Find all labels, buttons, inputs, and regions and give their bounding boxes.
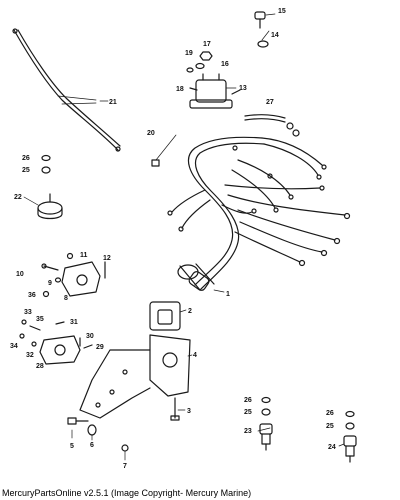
callout-25a: 25 xyxy=(22,167,30,174)
callout-23: 23 xyxy=(244,428,252,435)
callout-6: 6 xyxy=(90,442,94,449)
callout-27: 27 xyxy=(266,99,274,106)
callout-30: 30 xyxy=(86,333,94,340)
callout-1: 1 xyxy=(226,291,230,298)
part-17-nut xyxy=(199,51,213,61)
callout-17: 17 xyxy=(203,41,211,48)
part-5-bolt xyxy=(67,417,89,425)
copyright-caption: MercuryPartsOnline v2.5.1 (Image Copyrig… xyxy=(2,488,252,498)
part-9-washer xyxy=(54,277,62,283)
callout-20: 20 xyxy=(147,130,155,137)
callout-16: 16 xyxy=(221,61,229,68)
part-35-screw xyxy=(29,325,41,331)
callout-18: 18 xyxy=(176,86,184,93)
part-16-washer xyxy=(195,62,205,70)
callout-31: 31 xyxy=(70,319,78,326)
leader-lines xyxy=(23,13,345,461)
callout-35: 35 xyxy=(36,316,44,323)
callout-36: 36 xyxy=(28,292,36,299)
part-32-washer xyxy=(31,341,37,347)
callout-19: 19 xyxy=(185,50,193,57)
callout-5: 5 xyxy=(70,443,74,450)
callout-3: 3 xyxy=(187,408,191,415)
part-20-clip xyxy=(151,159,160,167)
callout-15: 15 xyxy=(278,8,286,15)
part-19-nut xyxy=(186,67,194,73)
part-25-nut xyxy=(261,408,271,416)
part-31-screw xyxy=(55,321,65,325)
callout-29: 29 xyxy=(96,344,104,351)
part-26-washer-lower xyxy=(345,410,355,418)
callout-24: 24 xyxy=(328,444,336,451)
part-4-mount-bracket xyxy=(79,334,191,419)
callout-12: 12 xyxy=(103,255,111,262)
callout-26c: 26 xyxy=(326,410,334,417)
part-6-washer xyxy=(87,424,97,436)
callout-25c: 25 xyxy=(326,423,334,430)
part-13-solenoid xyxy=(189,73,241,109)
callout-8: 8 xyxy=(64,295,68,302)
callout-34: 34 xyxy=(10,343,18,350)
part-29-screw xyxy=(83,344,93,349)
callout-32: 32 xyxy=(26,352,34,359)
part-25-nut-lower xyxy=(345,422,355,430)
callout-26b: 26 xyxy=(244,397,252,404)
callout-33: 33 xyxy=(24,309,32,316)
part-27-connector-strip xyxy=(244,114,300,137)
part-15-stud xyxy=(254,11,266,29)
part-24-sender xyxy=(343,435,357,463)
part-2-bracket xyxy=(149,301,181,331)
callout-7: 7 xyxy=(123,463,127,470)
callout-14: 14 xyxy=(271,32,279,39)
callout-21: 21 xyxy=(109,99,117,106)
callout-9: 9 xyxy=(48,280,52,287)
callout-10: 10 xyxy=(16,271,24,278)
callout-2: 2 xyxy=(188,308,192,315)
part-34-nut xyxy=(19,333,25,339)
callout-25b: 25 xyxy=(244,409,252,416)
part-26-washer xyxy=(261,396,271,404)
callout-22: 22 xyxy=(14,194,22,201)
callout-28: 28 xyxy=(36,363,44,370)
part-22-mount xyxy=(37,193,63,220)
part-25-nut xyxy=(41,166,51,174)
part-26-washer xyxy=(41,154,51,162)
part-11-terminal xyxy=(66,252,74,260)
callout-4: 4 xyxy=(193,352,197,359)
part-3-bolt xyxy=(170,397,180,421)
part-36-nut xyxy=(42,290,50,298)
part-28-switch xyxy=(39,335,81,365)
callout-26a: 26 xyxy=(22,155,30,162)
part-23-sender xyxy=(259,423,273,451)
part-1-wiring-harness xyxy=(167,136,351,291)
part-14-washer xyxy=(257,40,269,48)
part-7-nut xyxy=(121,444,129,452)
callout-labels: 1 2 3 4 5 6 7 8 9 10 11 12 13 14 15 16 1… xyxy=(10,8,336,470)
part-33-nut xyxy=(21,319,27,325)
callout-13: 13 xyxy=(239,85,247,92)
part-8-breaker xyxy=(61,261,101,297)
callout-11: 11 xyxy=(80,252,88,259)
part-10-screw xyxy=(41,263,59,271)
part-21-cable xyxy=(12,28,121,152)
